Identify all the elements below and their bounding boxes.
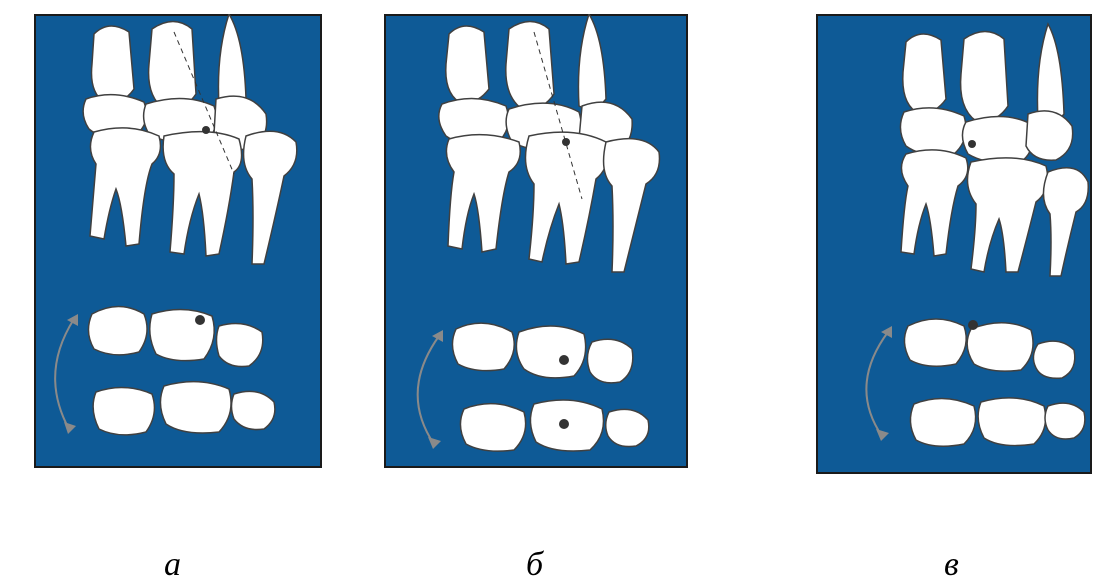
panel-b xyxy=(384,14,688,468)
occlusal-contact-lower xyxy=(559,419,569,429)
panel-a-caption: а xyxy=(164,548,181,582)
occlusal-contact xyxy=(195,315,205,325)
upper-teeth xyxy=(900,24,1072,163)
panel-b-caption: б xyxy=(526,548,543,582)
contact-point xyxy=(562,138,570,146)
panel-a xyxy=(34,14,322,468)
panel-c-caption: в xyxy=(944,548,959,582)
contact-point xyxy=(202,126,210,134)
occlusal-contact-upper xyxy=(559,355,569,365)
upper-premolar-1 xyxy=(92,26,135,103)
upper-premolar-2 xyxy=(149,22,196,110)
panel-c xyxy=(816,14,1092,474)
occlusal-contact xyxy=(968,320,978,330)
contact-point xyxy=(968,140,976,148)
